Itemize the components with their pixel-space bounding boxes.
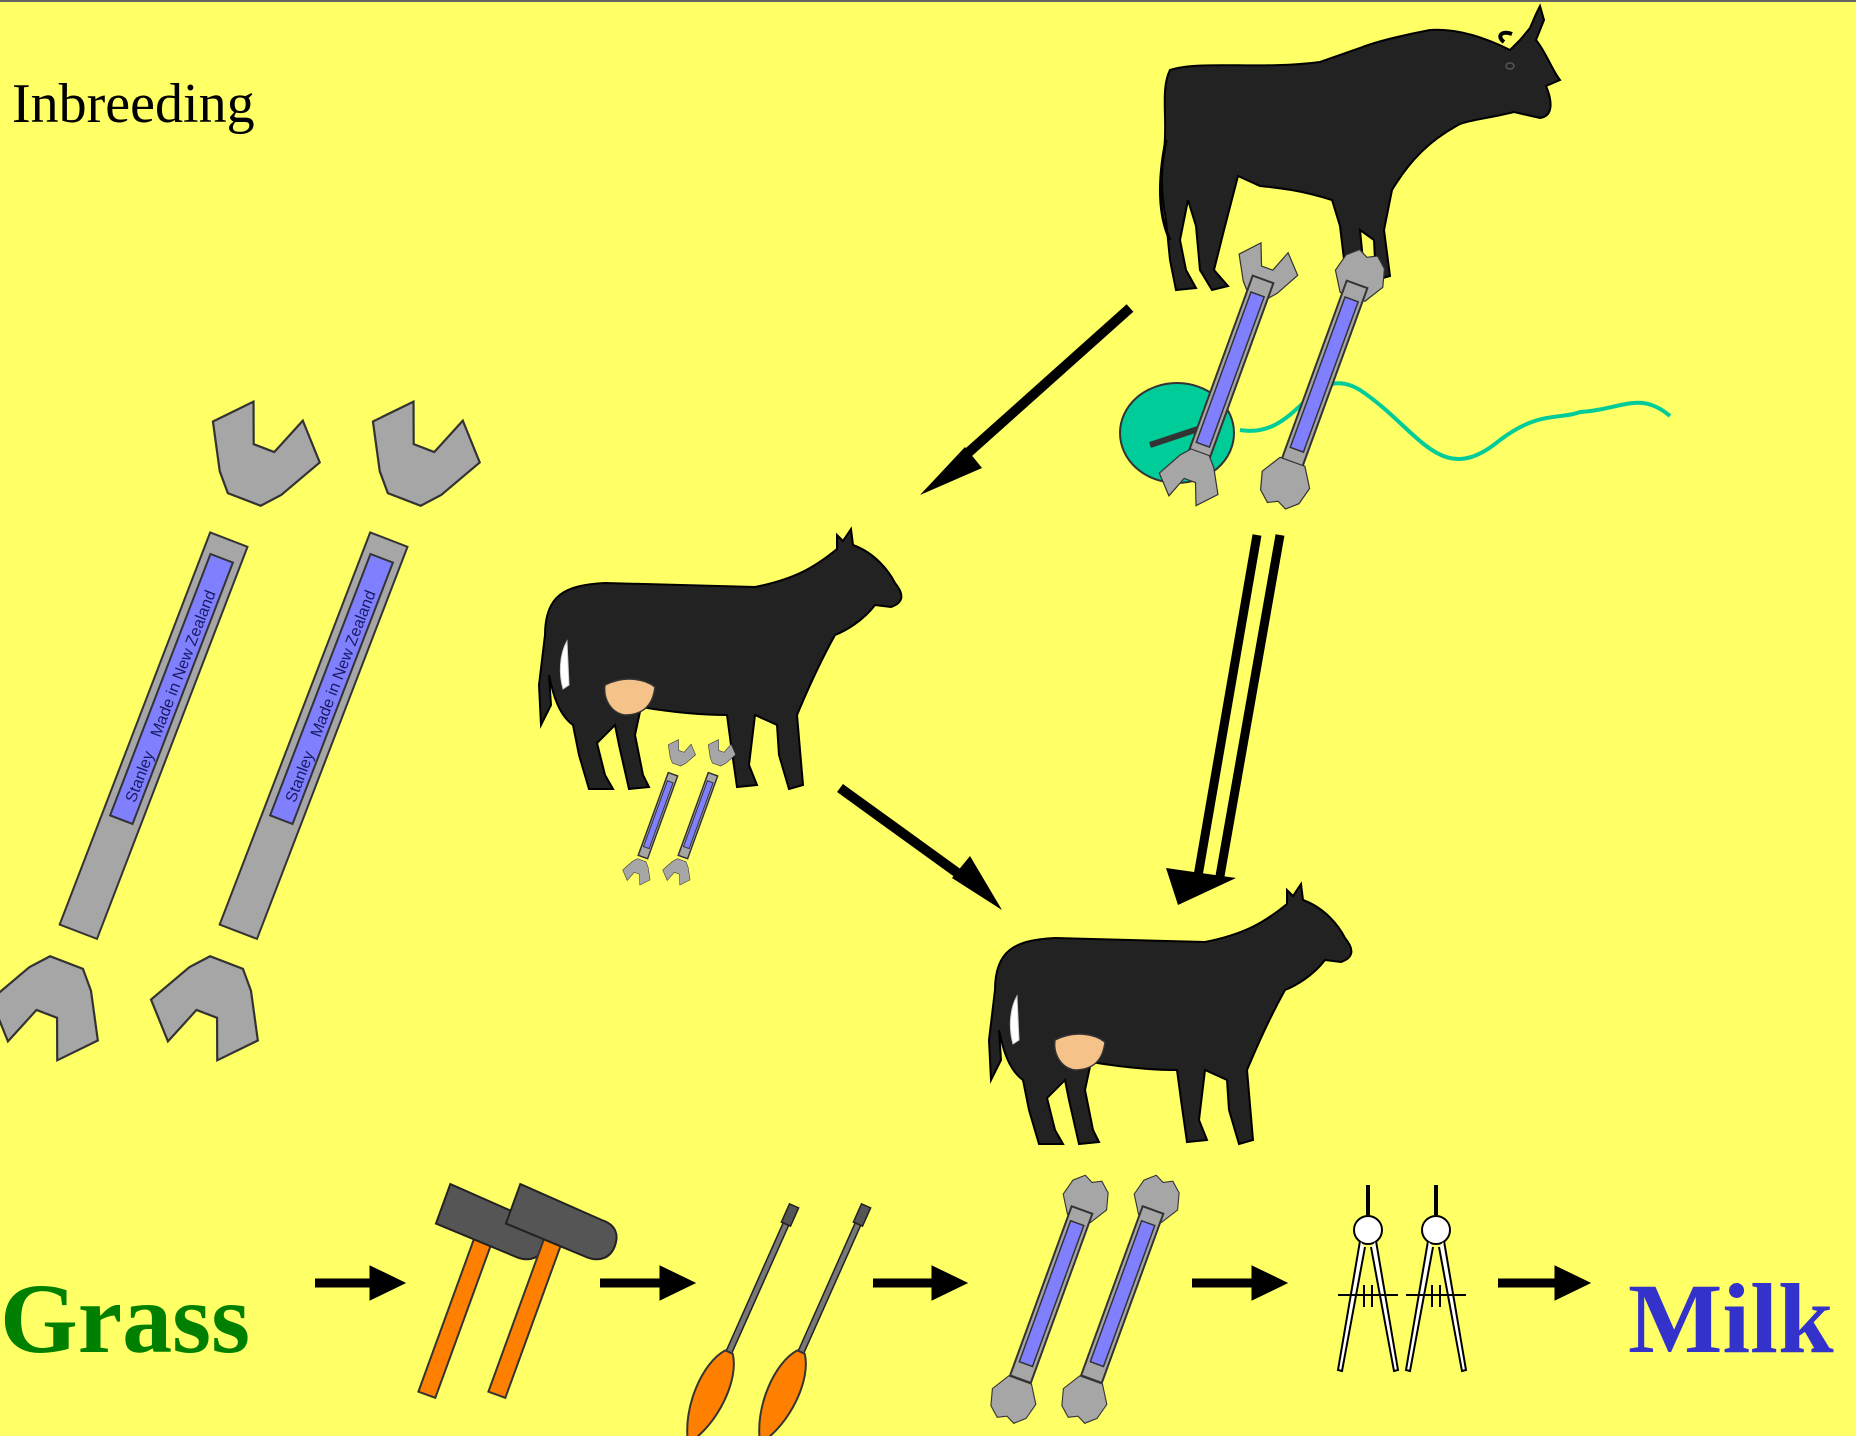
pathway-arrows	[315, 1266, 1590, 1300]
arrow-sire-to-offspring-double	[1166, 535, 1280, 905]
pathway-arrow-3	[873, 1266, 967, 1300]
cow-middle	[539, 529, 901, 789]
pathway-start-label: Grass	[0, 1263, 250, 1374]
screwdriver-pair	[674, 1200, 880, 1436]
sire-gene-pair	[1120, 237, 1670, 514]
hammer-pair	[380, 1184, 624, 1415]
bull-top	[1161, 6, 1561, 290]
large-wrench-left: Stanley Made in New Zealand	[0, 391, 332, 1072]
large-wrench-right: Stanley Made in New Zealand	[139, 391, 491, 1072]
pathway-arrow-1	[315, 1266, 405, 1300]
cow-offspring	[989, 884, 1351, 1144]
pathway-arrow-5	[1498, 1266, 1590, 1300]
compass-pair	[1338, 1185, 1466, 1371]
page-title: Inbreeding	[12, 73, 255, 135]
arrow-dam-to-offspring	[840, 788, 1002, 910]
large-wrench-pair: Stanley Made in New Zealand Stanley Made…	[0, 391, 492, 1072]
ring-wrench-pair	[984, 1170, 1187, 1428]
pathway-end-label: Milk	[1628, 1263, 1834, 1374]
pathway-arrow-2	[600, 1266, 695, 1300]
arrow-sire-to-dam	[920, 308, 1130, 495]
pathway-arrow-4	[1192, 1266, 1287, 1300]
